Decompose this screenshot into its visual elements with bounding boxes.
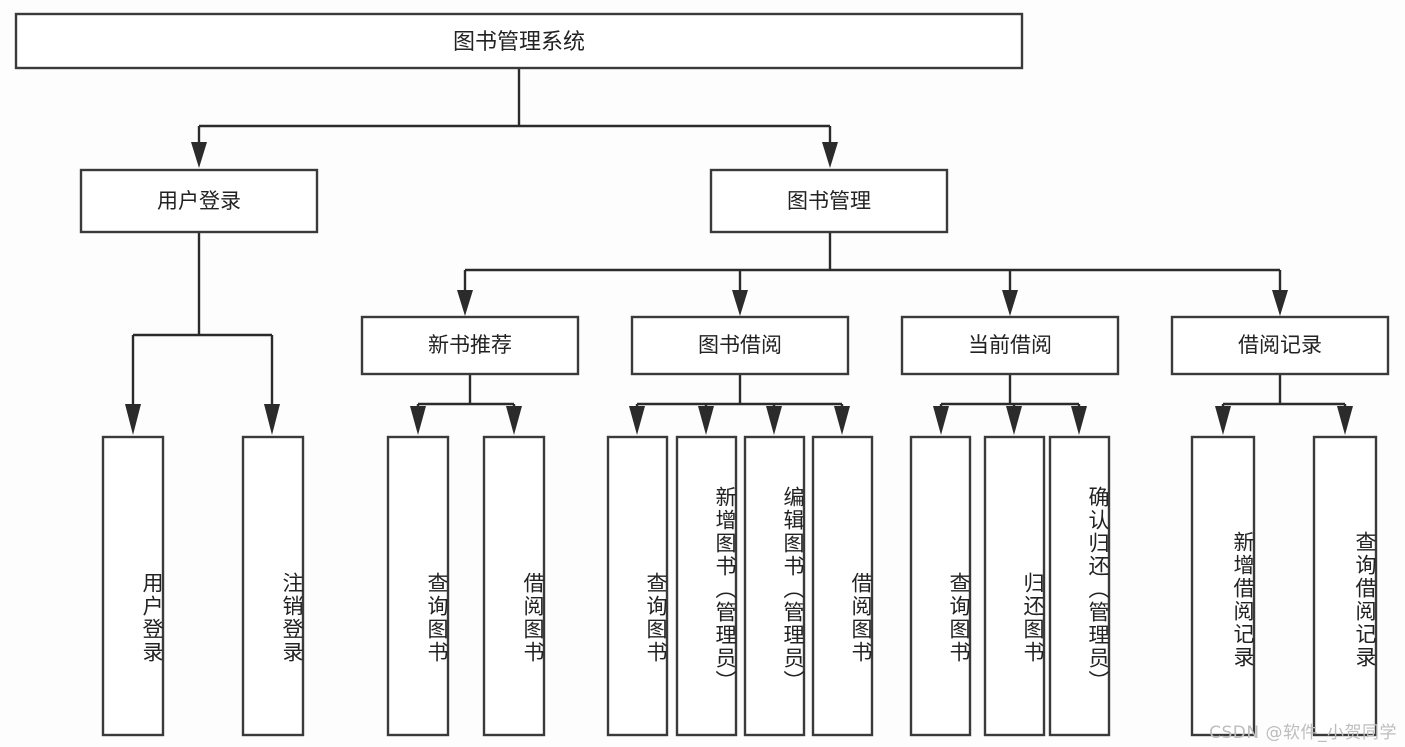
node-user-login-box[interactable] <box>79 168 319 234</box>
arrow-book-c2 <box>732 290 748 316</box>
connector-group <box>125 68 1353 435</box>
node-borrow-record[interactable]: 借阅记录 <box>1170 315 1390 376</box>
node-borrow-record-label: 借阅记录 <box>1238 333 1322 357</box>
node-user-login[interactable]: 用户登录 <box>79 168 319 234</box>
arrow-current-l3 <box>1071 406 1087 435</box>
arrow-book-c4 <box>1272 290 1288 316</box>
node-user-login-label: 用户登录 <box>157 189 241 213</box>
arrow-user-l1 <box>125 404 141 435</box>
node-book-borrow[interactable]: 图书借阅 <box>630 315 850 376</box>
node-book-management[interactable]: 图书管理 <box>709 168 949 234</box>
arrow-current-l2 <box>1006 406 1022 435</box>
arrow-root-to-user <box>191 142 207 168</box>
leaf-box-borrow-book-new[interactable] <box>482 435 546 737</box>
node-current-borrow[interactable]: 当前借阅 <box>900 315 1120 376</box>
node-book-borrow-box[interactable] <box>630 315 850 376</box>
leaf-box-add-book-admin[interactable] <box>675 435 738 737</box>
arrow-book-c1 <box>457 290 473 316</box>
leaf-box-user-login[interactable] <box>101 435 165 737</box>
node-book-borrow-label: 图书借阅 <box>698 333 782 357</box>
arrow-borrow-l2 <box>698 406 714 435</box>
node-borrow-record-box[interactable] <box>1170 315 1390 376</box>
leaf-box-return-book[interactable] <box>983 435 1046 737</box>
arrow-record-l2 <box>1337 406 1353 435</box>
node-new-book-recommend-label: 新书推荐 <box>428 333 512 357</box>
arrow-user-l2 <box>264 404 280 435</box>
leaf-box-query-book-borrow[interactable] <box>606 435 669 737</box>
node-root[interactable]: 图书管理系统 <box>14 12 1024 70</box>
node-current-borrow-box[interactable] <box>900 315 1120 376</box>
watermark-text: CSDN @软件_小贺同学 <box>1209 723 1397 743</box>
node-root-box[interactable] <box>14 12 1024 70</box>
leaf-box-group <box>101 435 1378 737</box>
leaf-box-query-book-current[interactable] <box>909 435 972 737</box>
node-book-management-label: 图书管理 <box>787 189 871 213</box>
arrow-newbook-l1 <box>410 406 426 435</box>
arrow-borrow-l3 <box>766 406 782 435</box>
leaf-box-edit-book-admin[interactable] <box>743 435 806 737</box>
leaf-box-query-book-new[interactable] <box>386 435 450 737</box>
node-current-borrow-label: 当前借阅 <box>968 333 1052 357</box>
node-new-book-recommend[interactable]: 新书推荐 <box>360 315 580 376</box>
node-book-management-box[interactable] <box>709 168 949 234</box>
arrow-newbook-l2 <box>506 406 522 435</box>
leaf-box-borrow-book[interactable] <box>811 435 874 737</box>
leaf-box-logout[interactable] <box>241 435 305 737</box>
node-root-label: 图书管理系统 <box>453 30 585 55</box>
arrow-borrow-l1 <box>629 406 645 435</box>
leaf-box-add-borrow-record[interactable] <box>1190 435 1256 737</box>
node-new-book-recommend-box[interactable] <box>360 315 580 376</box>
arrow-record-l1 <box>1215 406 1231 435</box>
arrow-borrow-l4 <box>834 406 850 435</box>
leaf-box-query-borrow-record[interactable] <box>1312 435 1378 737</box>
arrow-root-to-book <box>822 142 838 168</box>
arrow-current-l1 <box>933 406 949 435</box>
arrow-book-c3 <box>1002 290 1018 316</box>
leaf-box-confirm-return-admin[interactable] <box>1048 435 1111 737</box>
